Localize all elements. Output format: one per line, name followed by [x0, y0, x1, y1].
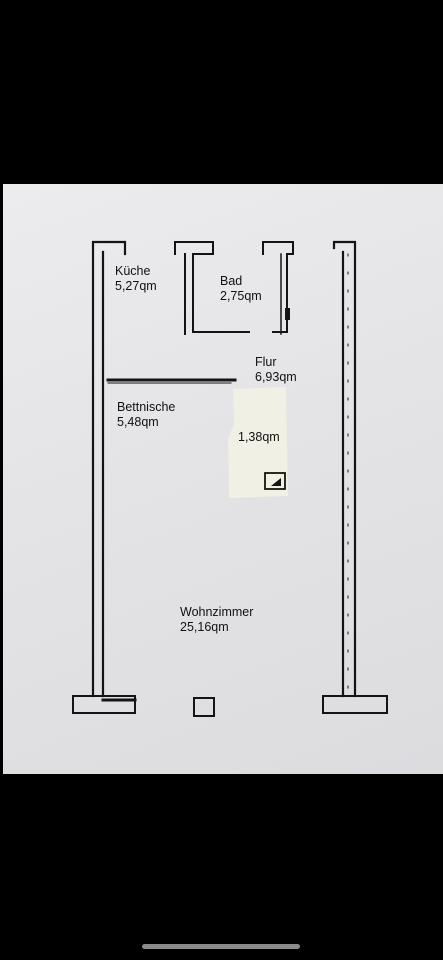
room-name: Küche: [115, 264, 151, 278]
floor-plan-drawing: [72, 240, 388, 717]
room-area: 5,27qm: [115, 279, 157, 293]
room-area: 5,48qm: [117, 415, 159, 429]
room-flur: Flur 6,93qm: [255, 355, 297, 385]
home-indicator-bar[interactable]: [142, 944, 300, 949]
closet-box: [264, 472, 286, 490]
room-abstellraum: 1,38qm: [238, 430, 280, 445]
room-area: 25,16qm: [180, 620, 229, 634]
bottom-square: [193, 697, 215, 717]
room-name: Wohnzimmer: [180, 605, 254, 619]
correction-fluid-patch: [228, 387, 288, 498]
room-bettnische: Bettnische 5,48qm: [117, 400, 175, 430]
room-name: Bad: [220, 274, 243, 288]
room-wohnzimmer: Wohnzimmer 25,16qm: [180, 605, 253, 635]
room-area: 1,38qm: [238, 430, 280, 444]
right-bottom-pillar: [322, 695, 388, 714]
right-wall: [332, 240, 357, 698]
bad-left-wall: [174, 241, 250, 333]
left-wall: [91, 240, 127, 698]
room-name: Bettnische: [117, 400, 176, 414]
floor-plan-paper: Küche 5,27qm Bad 2,75qm Flur 6,93qm Bett…: [3, 184, 443, 774]
room-area: 6,93qm: [255, 370, 297, 384]
bad-right-wall: [262, 241, 294, 333]
room-area: 2,75qm: [220, 289, 262, 303]
left-bottom-pillar: [72, 695, 136, 714]
room-bad: Bad 2,75qm: [220, 274, 262, 304]
room-kueche: Küche 5,27qm: [115, 264, 157, 294]
bad-door-post: [285, 308, 290, 320]
room-name: Flur: [255, 355, 277, 369]
closet-marker: [271, 478, 281, 486]
